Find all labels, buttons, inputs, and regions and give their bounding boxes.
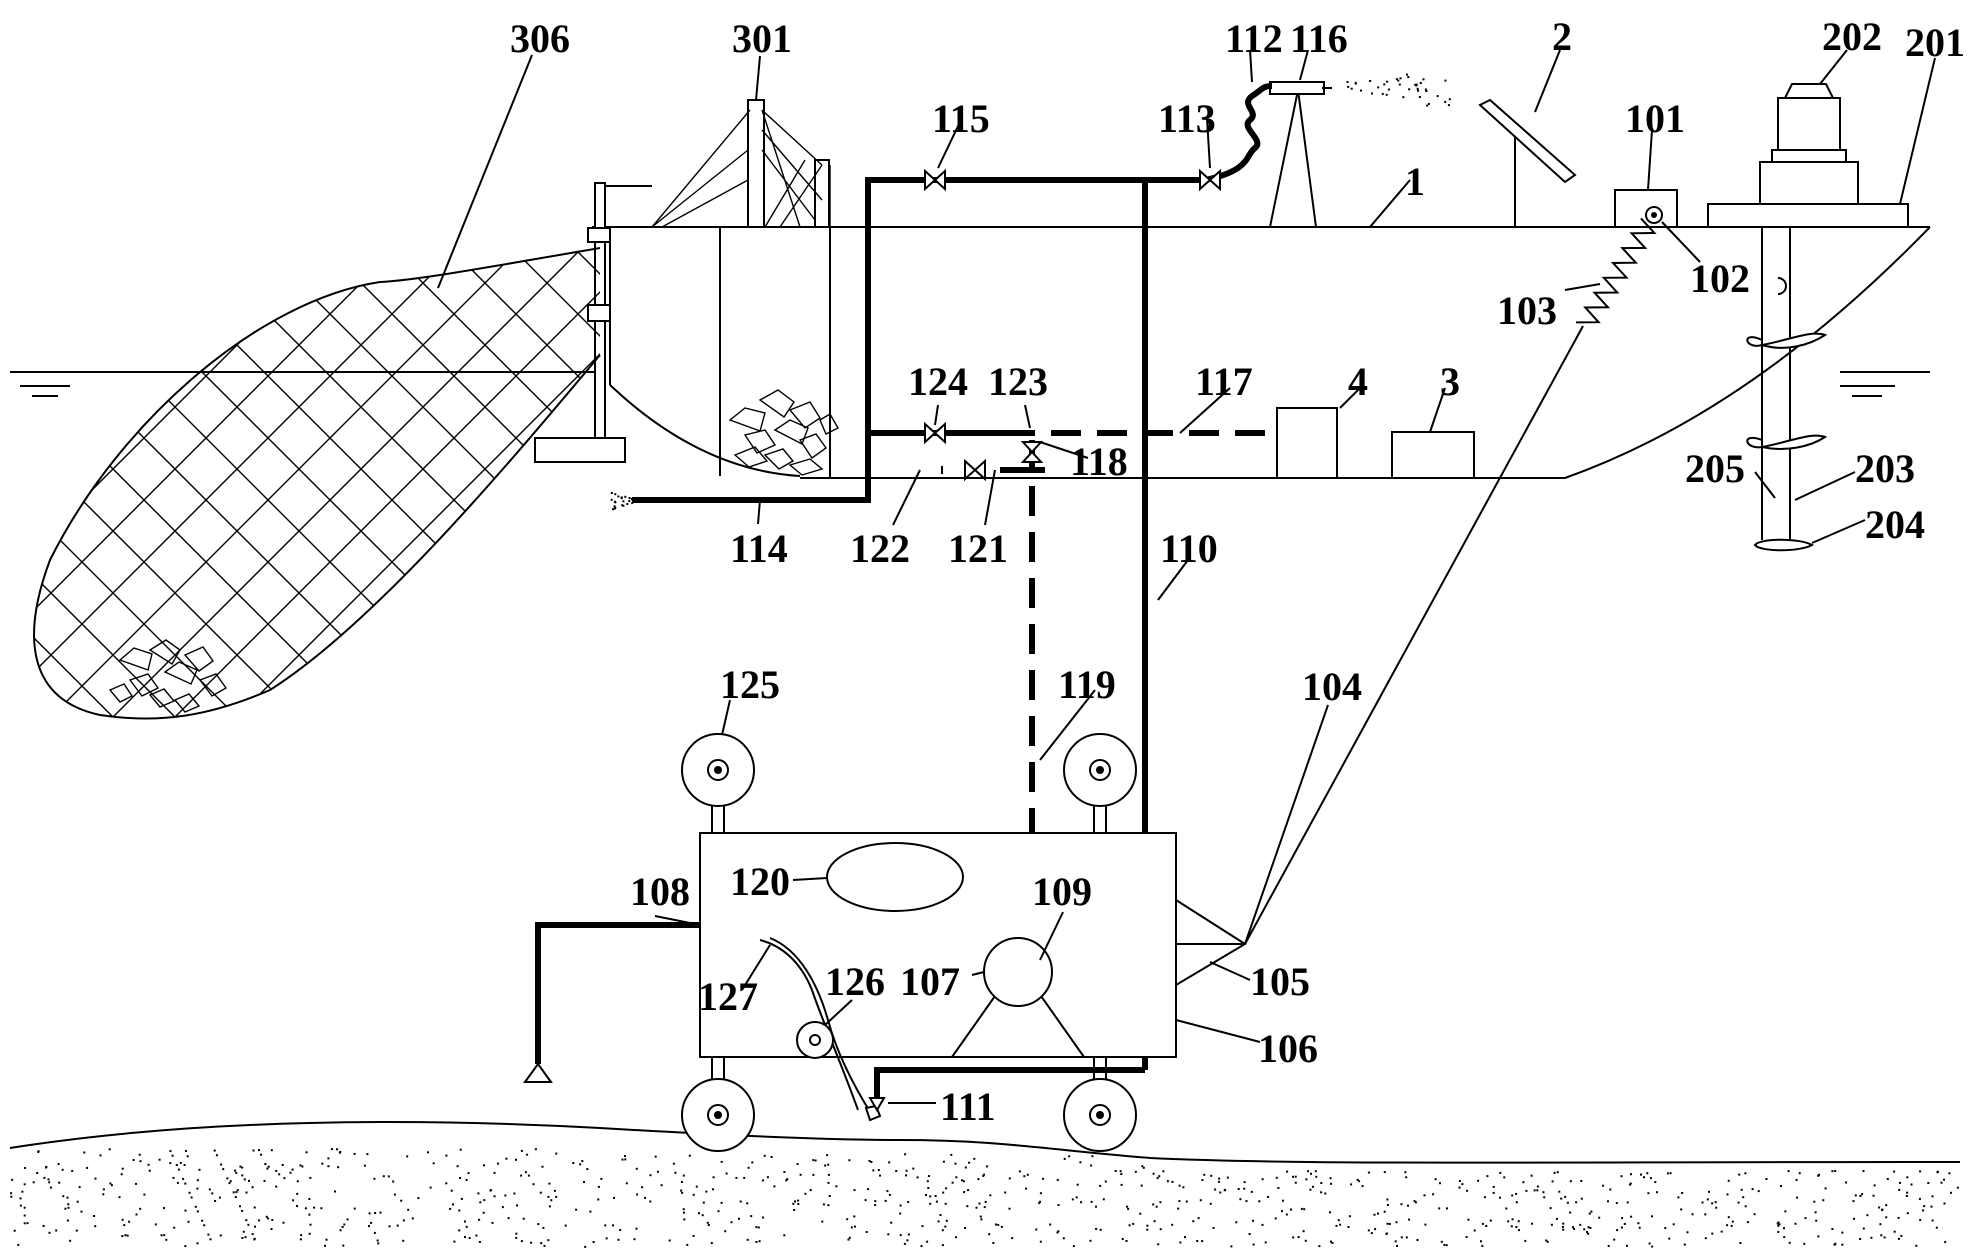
label-125: 125 [720, 662, 780, 707]
label-117: 117 [1195, 359, 1253, 404]
label-202: 202 [1822, 14, 1882, 59]
label-115: 115 [932, 96, 990, 141]
label-102: 102 [1690, 256, 1750, 301]
label-108: 108 [630, 869, 690, 914]
engine-unit [1708, 84, 1908, 227]
label-4: 4 [1348, 359, 1368, 404]
label-203: 203 [1855, 446, 1915, 491]
label-120: 120 [730, 859, 790, 904]
stone-pile-hull [730, 390, 838, 475]
spring-103 [1576, 218, 1654, 322]
label-113: 113 [1158, 96, 1216, 141]
label-2: 2 [1552, 14, 1572, 59]
seabed [10, 1122, 1960, 1248]
label-127: 127 [698, 974, 758, 1019]
label-201: 201 [1905, 20, 1965, 65]
solar-panel [1480, 100, 1575, 227]
label-105: 105 [1250, 959, 1310, 1004]
label-110: 110 [1160, 526, 1218, 571]
spray-mist [1347, 74, 1451, 107]
label-204: 204 [1865, 502, 1925, 547]
label-101: 101 [1625, 96, 1685, 141]
box-3 [1392, 432, 1474, 478]
label-123: 123 [988, 359, 1048, 404]
stern-post [535, 183, 652, 462]
label-205: 205 [1685, 446, 1745, 491]
water-surface [10, 372, 1930, 396]
pipes-dashed [962, 433, 1277, 870]
label-126: 126 [825, 959, 885, 1004]
spray-114 [611, 492, 634, 510]
fishing-net [0, 200, 1977, 800]
tank-4 [1277, 408, 1337, 478]
label-124: 124 [908, 359, 968, 404]
label-109: 109 [1032, 869, 1092, 914]
propeller-shafts [1747, 227, 1825, 550]
label-118: 118 [1070, 439, 1128, 484]
label-306: 306 [510, 16, 570, 61]
net-mesh [0, 200, 1977, 800]
label-3: 3 [1440, 359, 1460, 404]
label-119: 119 [1058, 662, 1116, 707]
label-112: 112 [1225, 16, 1283, 61]
label-106: 106 [1258, 1026, 1318, 1071]
label-121: 121 [948, 526, 1008, 571]
label-107: 107 [900, 959, 960, 1004]
winch-box [1615, 190, 1677, 227]
label-103: 103 [1497, 288, 1557, 333]
label-301: 301 [732, 16, 792, 61]
label-122: 122 [850, 526, 910, 571]
label-111: 111 [940, 1084, 996, 1129]
label-104: 104 [1302, 664, 1362, 709]
label-116: 116 [1290, 16, 1348, 61]
sprayer-mast [1270, 82, 1332, 227]
rigging-301 [652, 100, 830, 227]
label-114: 114 [730, 526, 788, 571]
label-1: 1 [1405, 159, 1425, 204]
